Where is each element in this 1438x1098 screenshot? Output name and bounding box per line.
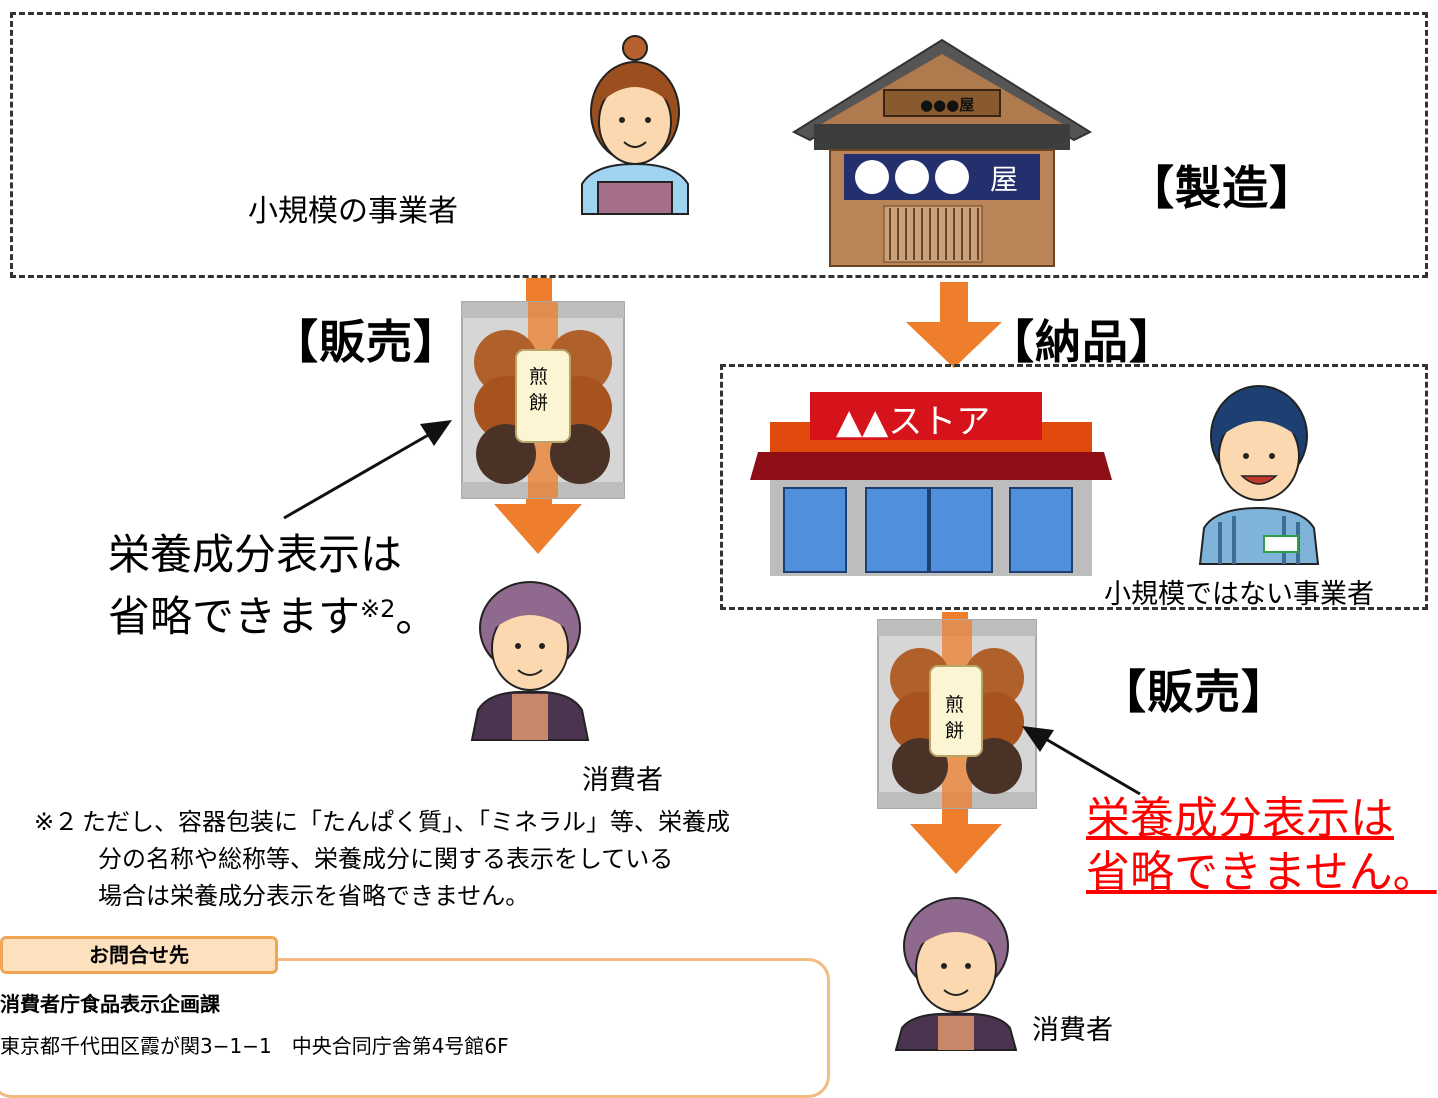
store-sign: ▲▲ストア [836,402,991,442]
left-note-line1: 栄養成分表示は [108,530,403,579]
contact-box [0,958,830,1098]
store-building-icon [750,392,1112,576]
producer-section [10,12,1428,278]
right-nutrition-note: 栄養成分表示は 省略できません。 [1086,792,1437,900]
footnote-line1: ただし、容器包装に「たんぱく質」、「ミネラル」等、栄養成 [82,808,730,836]
store-label: 小規模ではない事業者 [1104,579,1374,610]
right-note-line1: 栄養成分表示は [1086,793,1394,844]
consumer-left-label: 消費者 [582,765,663,796]
contact-address: 東京都千代田区霞が関3−1−1 中央合同庁舎第4号館6F [0,1034,509,1058]
consumer-right-label: 消費者 [1032,1015,1113,1046]
delivery-arrow [906,282,1002,368]
right-note-line2: 省略できません。 [1086,847,1437,898]
stage-manufacture: 【製造】 [1128,161,1316,215]
footnote-line3: 場合は栄養成分表示を省略できません。 [98,882,530,910]
senbei-label-left: 煎餅 [529,366,549,414]
senbei-package-left-icon [461,301,625,499]
stage-sale-right: 【販売】 [1100,665,1288,719]
consumer-right-icon [894,897,1018,1051]
left-pointer-arrow [283,420,452,520]
consumer-left-icon [470,581,590,741]
footnote-line2: 分の名称や総称等、栄養成分に関する表示をしている [98,845,674,873]
footnote-mark: ※２ [34,808,79,836]
contact-org: 消費者庁食品表示企画課 [0,992,220,1016]
left-note-line2: 省略できます [108,592,361,641]
senbei-label-right: 煎餅 [945,694,965,742]
shop-sign-char: 屋 [990,163,1019,196]
right-pointer-arrow [1022,726,1141,796]
stage-sale-left: 【販売】 [272,315,460,369]
left-note-mark: ※2 [360,595,396,623]
producer-label: 小規模の事業者 [248,194,458,229]
store-section [720,364,1428,610]
contact-tab: お問合せ先 [0,936,278,974]
store-clerk-icon [1198,385,1320,565]
shop-building-icon [791,38,1093,267]
producer-person-icon [581,35,689,215]
senbei-package-right-icon [877,619,1037,809]
left-nutrition-note: 栄養成分表示は 省略できます※2。 [108,528,437,644]
left-note-end: 。 [395,592,438,641]
stage-delivery: 【納品】 [988,315,1176,369]
left-note-line2-wrap: 省略できます※2。 [108,582,437,644]
shop-sign-small: ●●●屋 [920,96,975,114]
footnote-text: ただし、容器包装に「たんぱく質」、「ミネラル」等、栄養成 分の名称や総称等、栄養… [82,804,730,915]
